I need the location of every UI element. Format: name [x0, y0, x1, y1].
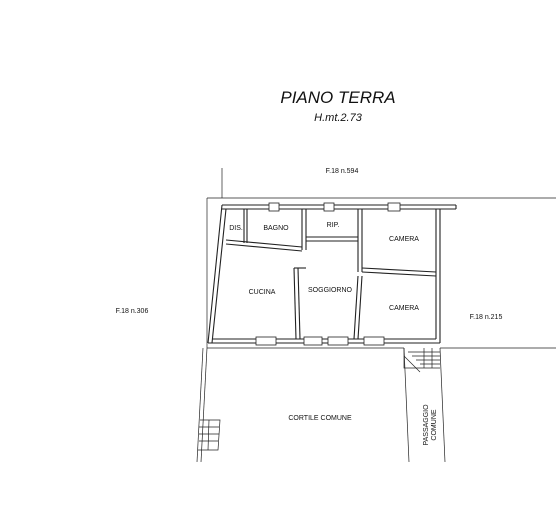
label-cortile-comune: CORTILE COMUNE	[288, 415, 352, 422]
label-passaggio-line1: PASSAGGIO	[423, 404, 430, 446]
exterior-walls	[207, 204, 457, 344]
room-label-dis: DIS.	[229, 225, 243, 232]
parcel-west: F.18 n.306	[116, 308, 149, 315]
windows	[255, 202, 401, 346]
parcel-east: F.18 n.215	[470, 314, 503, 321]
label-passaggio-line2: COMUNE	[431, 409, 438, 440]
plan-title: PIANO TERRA	[280, 88, 395, 107]
plan-height: H.mt.2.73	[314, 112, 363, 124]
room-label-camera-2: CAMERA	[389, 305, 419, 312]
room-label-camera-1: CAMERA	[389, 236, 419, 243]
room-label-rip: RIP.	[327, 222, 340, 229]
room-label-cucina: CUCINA	[249, 289, 276, 296]
stairs-west	[198, 419, 221, 451]
interior-walls	[225, 209, 437, 340]
room-label-bagno: BAGNO	[263, 225, 289, 232]
room-label-soggiorno: SOGGIORNO	[308, 287, 353, 294]
parcel-north: F.18 n.594	[326, 168, 359, 175]
stairs-east	[403, 348, 440, 373]
label-passaggio-comune: PASSAGGIO COMUNE	[423, 404, 438, 446]
boundary-lines	[196, 168, 556, 463]
